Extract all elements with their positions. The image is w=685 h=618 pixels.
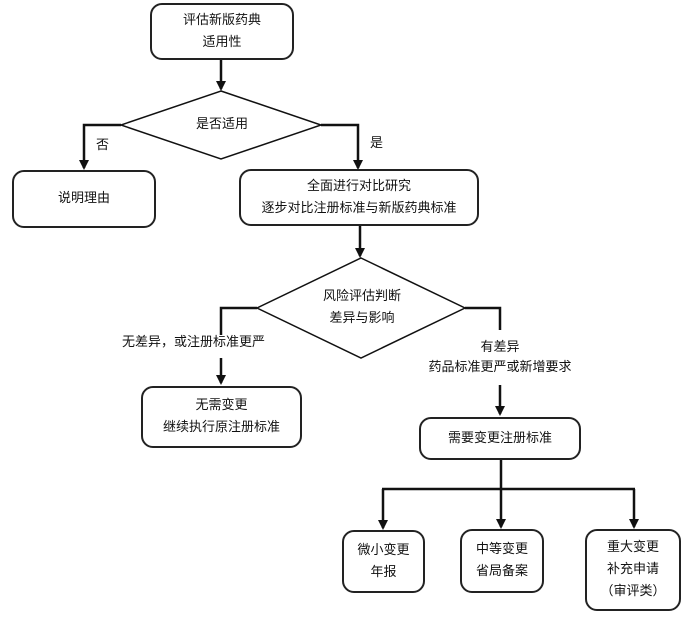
decision2-line-2: 差异与影响: [329, 311, 395, 326]
decision1-text: 是否适用: [195, 117, 249, 132]
node-major-line-3: （审评类）: [600, 584, 666, 599]
node-moderate-line-2: 省局备案: [475, 564, 528, 579]
node-need-change-line-1: 需要变更注册标准: [447, 430, 552, 446]
node-major: 重大变更 补充申请 （审评类）: [585, 529, 681, 611]
node-moderate: 中等变更 省局备案: [460, 529, 544, 593]
node-explain-line-1: 说明理由: [57, 191, 110, 206]
arrow-yes-branch: [321, 123, 363, 170]
node-compare-line-1: 全面进行对比研究: [306, 178, 411, 194]
node-no-change-line-1: 无需变更: [195, 398, 248, 413]
node-minor-line-1: 微小变更: [357, 542, 410, 558]
node-compare-line-2: 逐步对比注册标准与新版药典标准: [261, 200, 457, 216]
node-moderate-line-1: 中等变更: [475, 542, 528, 557]
decision2-line-1: 风险评估判断: [322, 289, 402, 304]
decision2-text: 风险评估判断 差异与影响: [323, 286, 401, 330]
node-need-change: 需要变更注册标准: [419, 417, 581, 460]
arrow-right-branch-line: [465, 306, 502, 330]
edge-label-no-diff: 无差异，或注册标准更严: [122, 335, 266, 350]
node-explain: 说明理由: [12, 170, 156, 228]
arrow-left-branch-line: [219, 306, 257, 335]
edge-label-no: 否: [96, 138, 110, 153]
node-compare: 全面进行对比研究 逐步对比注册标准与新版药典标准: [239, 169, 479, 226]
arrow-no-branch: [79, 123, 121, 170]
decision2-diamond: [255, 257, 467, 359]
decision1-diamond: [118, 90, 324, 160]
node-minor-line-2: 年报: [370, 564, 397, 580]
node-start: 评估新版药典 适用性: [150, 3, 294, 60]
node-minor: 微小变更 年报: [342, 530, 425, 593]
node-start-line-2: 适用性: [202, 34, 242, 50]
node-no-change: 无需变更 继续执行原注册标准: [141, 386, 302, 448]
node-no-change-line-2: 继续执行原注册标准: [162, 420, 280, 435]
edge-label-has-diff: 有差异 药品标准更严或新增要求: [420, 338, 580, 378]
edge-label-yes: 是: [370, 136, 384, 151]
node-major-line-1: 重大变更: [606, 540, 659, 555]
edge-label-has-diff-line-1: 有差异: [480, 340, 520, 355]
node-major-line-2: 补充申请: [606, 562, 659, 577]
edge-label-has-diff-line-2: 药品标准更严或新增要求: [428, 360, 572, 375]
node-start-line-1: 评估新版药典: [182, 12, 261, 28]
